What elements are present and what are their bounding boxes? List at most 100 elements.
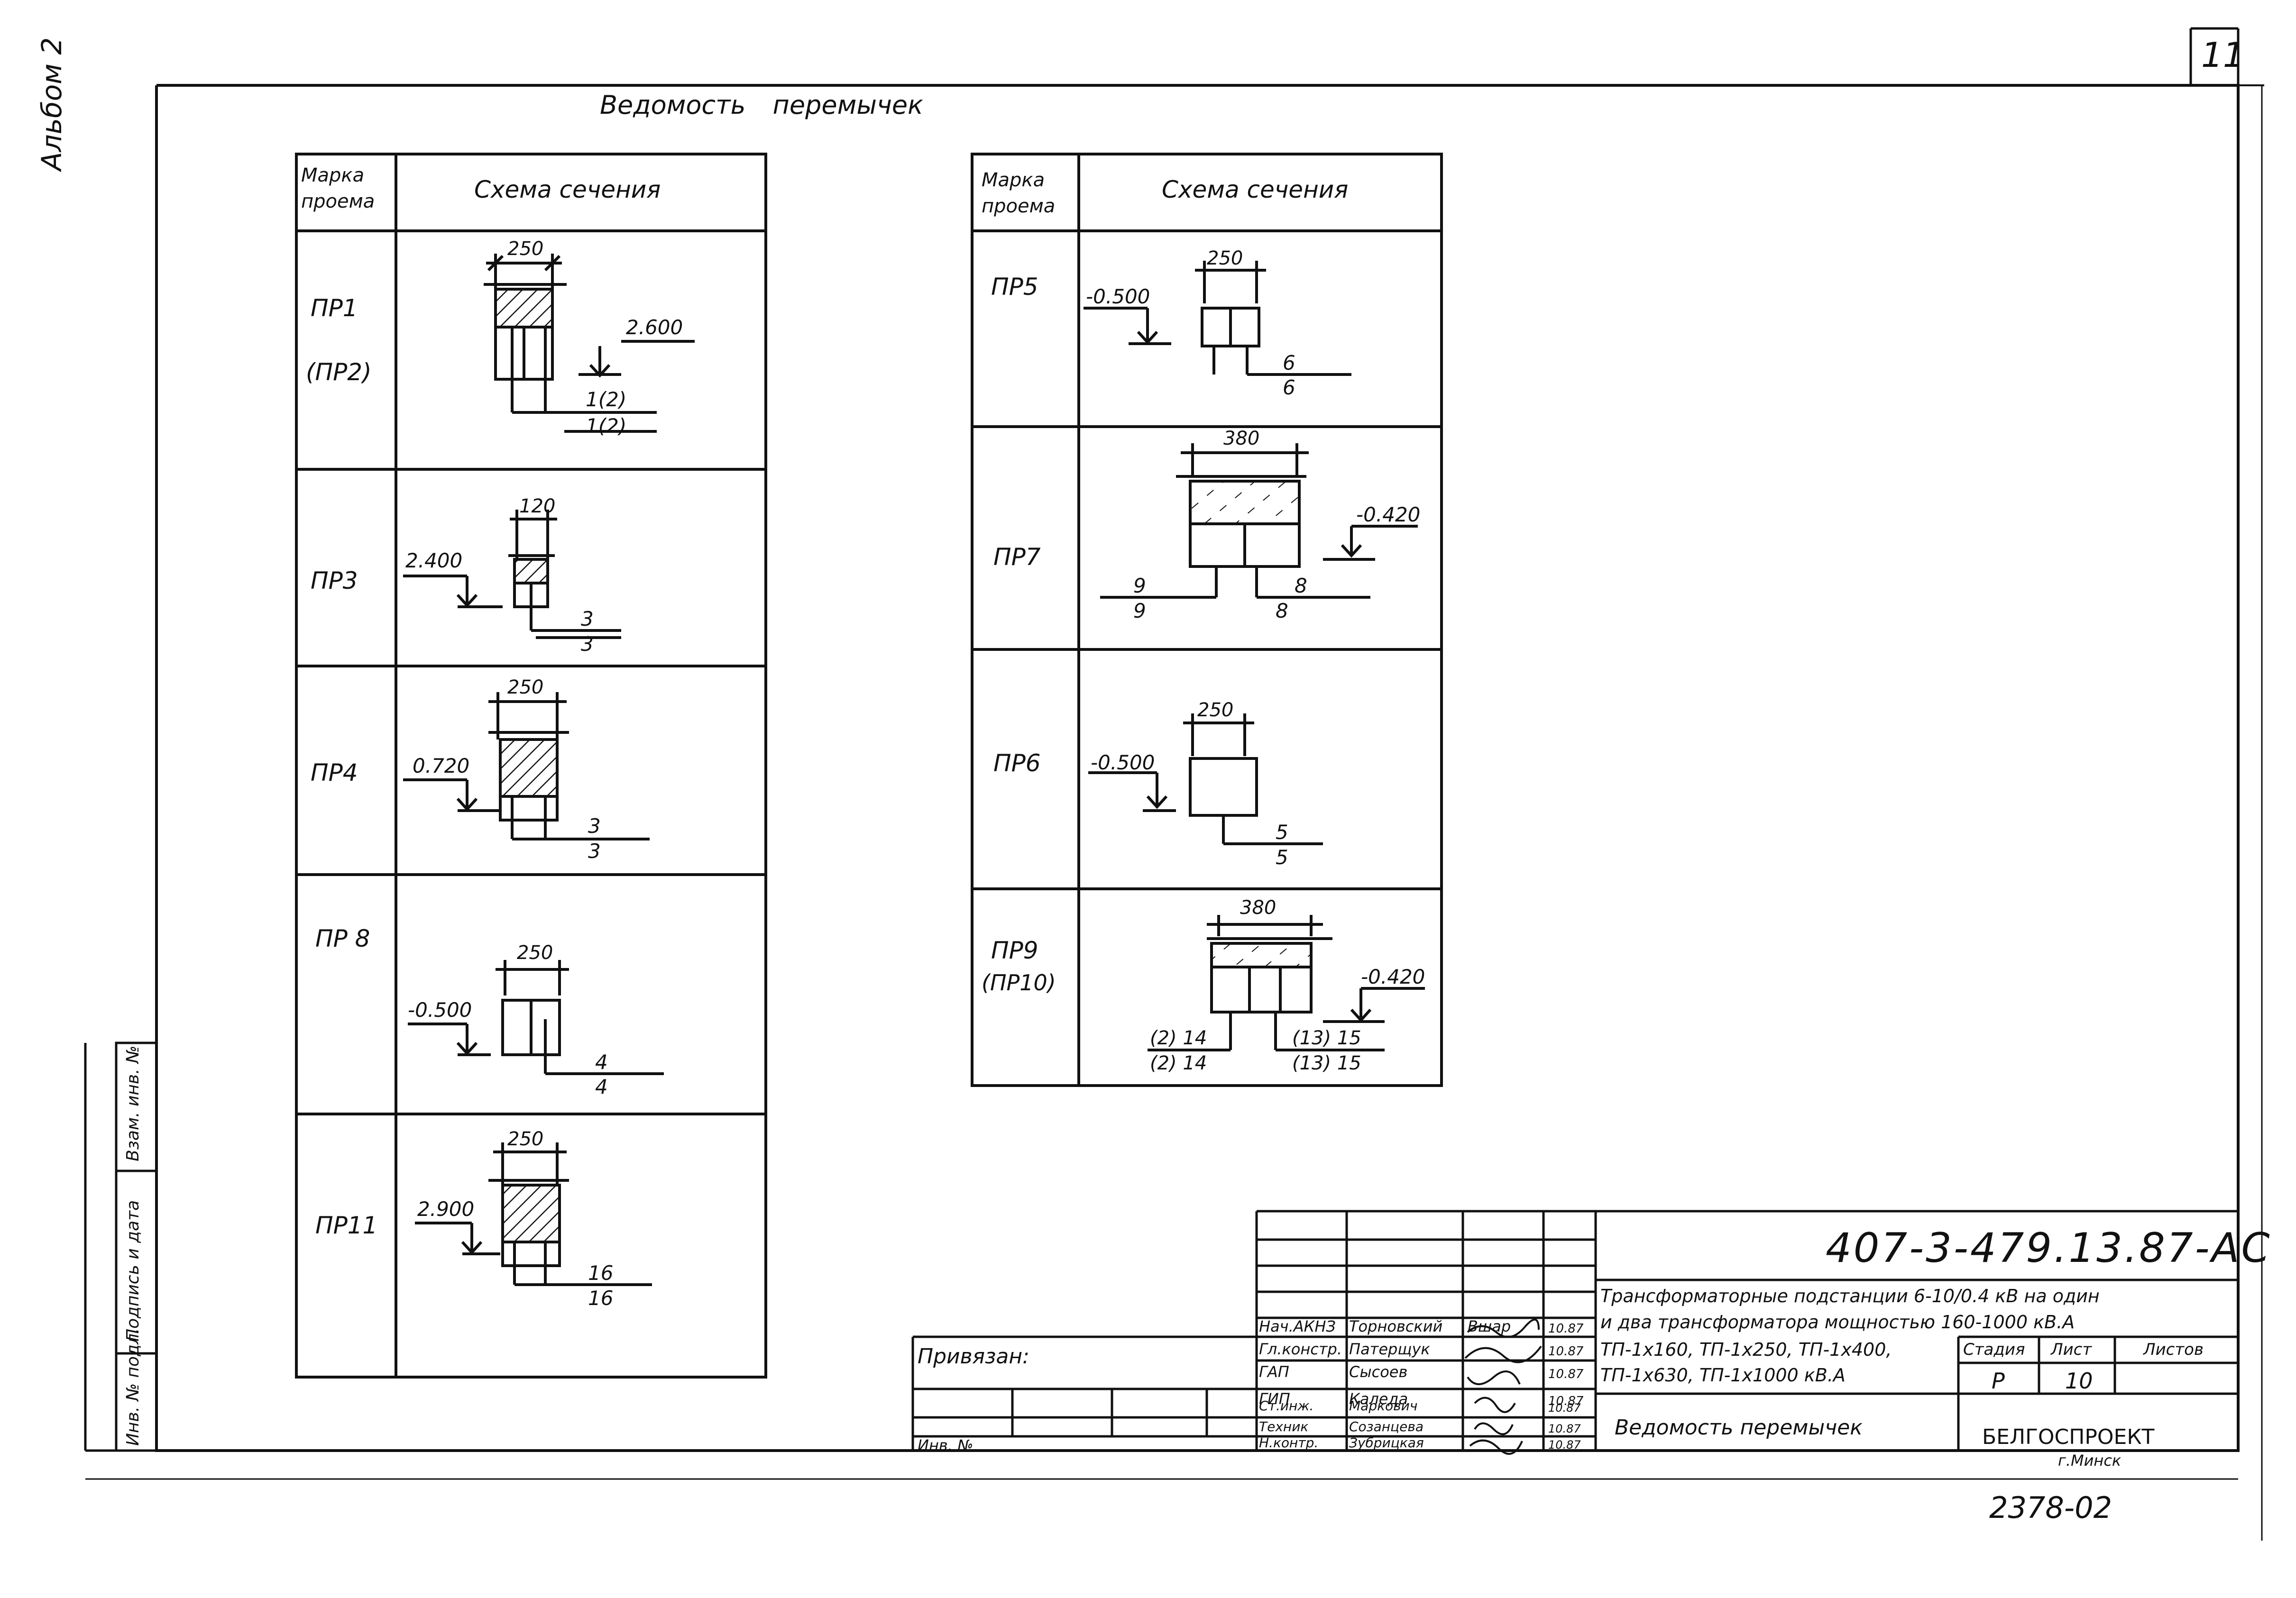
person-name-1: Торновский [1349,1317,1443,1335]
mark-pr8: ПР 8 [315,925,370,952]
pr1-num-top: 1(2) [586,388,627,411]
pr11-num-top: 16 [588,1261,614,1285]
side-stamp-inv-podl: Инв. № подл. [123,1328,143,1446]
person-date-4: 10.87 [1548,1394,1584,1408]
mark-pr5: ПР5 [991,273,1038,301]
section-pr1 [484,254,695,433]
pr9-right-top: (13) 15 [1292,1027,1361,1049]
person-date-3: 10.87 [1548,1367,1584,1381]
pr7-width: 380 [1223,428,1260,449]
pr7-left-top: 9 [1133,574,1146,597]
mark-pr1: ПР1 [311,294,358,322]
project-title-2: и два трансформатора мощностью 160-1000 … [1600,1312,2075,1333]
mark-pr10: (ПР10) [982,970,1056,995]
signatures [1464,1318,1542,1455]
pr1-num-bot: 1(2) [586,414,627,438]
pr9-width: 380 [1240,897,1277,919]
pr4-num-bot: 3 [588,840,601,863]
pr7-right-top: 8 [1295,574,1307,597]
mark-pr11: ПР11 [315,1212,378,1239]
inv-label: Инв. № [918,1436,974,1454]
person-role-2: Гл.констр. [1259,1340,1342,1358]
pr3-width: 120 [519,495,556,517]
person-date-7: 10.87 [1548,1438,1581,1452]
stage-label: Стадия [1963,1340,2025,1359]
project-title-1: Трансформаторные подстанции 6-10/0.4 кВ … [1600,1286,2100,1306]
pr11-width: 250 [507,1128,544,1150]
mark-pr3: ПР3 [311,567,358,594]
variants-1: ТП-1х160, ТП-1х250, ТП-1х400, [1600,1339,1892,1360]
sheet-title: Ведомость перемычек [1615,1415,1863,1440]
pr9-level: -0.420 [1361,965,1425,988]
pr9-left-top: (2) 14 [1150,1027,1207,1049]
section-pr3 [403,510,621,639]
pr7-left-bot: 9 [1133,599,1146,622]
org-city: г.Минск [2058,1452,2122,1470]
left-header-mark-2: проема [301,191,375,212]
pr9-right-bot: (13) 15 [1292,1052,1361,1074]
person-sign-1: Вшар [1468,1317,1511,1335]
pr6-num-bot: 5 [1276,846,1288,869]
pr7-right-bot: 8 [1276,599,1288,622]
side-stamp-sign-date: Подпись и дата [123,1200,143,1342]
pr4-num-top: 3 [588,814,601,838]
side-stamp-vzam: Взам. инв. № [123,1045,143,1161]
stage-value: Р [1992,1368,2005,1394]
pr3-num-bot: 3 [581,632,594,656]
person-name-3: Сысоев [1349,1363,1408,1381]
section-pr8 [408,960,664,1075]
pr6-width: 250 [1197,699,1234,721]
section-pr7 [1100,443,1418,599]
person-date-5: 10.87 [1548,1401,1581,1415]
mark-pr6: ПР6 [993,749,1041,777]
mark-pr2: (ПР2) [306,358,372,386]
variants-2: ТП-1х630, ТП-1х1000 кВ.А [1600,1365,1846,1386]
right-header-mark-2: проема [982,195,1056,217]
pr7-level: -0.420 [1356,503,1421,526]
pr5-level: -0.500 [1086,285,1150,308]
person-role-5: Ст.инж. [1259,1398,1314,1414]
pr5-num-top: 6 [1283,351,1295,374]
right-header-mark-1: Марка [982,169,1045,191]
side-stamp-box [84,1041,158,1452]
section-pr6 [1088,713,1323,845]
archive-number: 2378-02 [1989,1490,2112,1525]
section-pr5 [1084,261,1351,376]
section-pr11 [415,1142,652,1286]
sheets-label: Листов [2143,1340,2204,1359]
person-name-7: Зубрицкая [1349,1435,1424,1451]
pr8-num-bot: 4 [595,1075,608,1098]
left-table-grid [295,153,767,1379]
sheet-label: Лист [2051,1340,2092,1359]
pr11-num-bot: 16 [588,1287,614,1310]
right-header-scheme: Схема сечения [1162,176,1349,203]
pr9-left-bot: (2) 14 [1150,1052,1207,1074]
pr8-num-top: 4 [595,1050,608,1074]
pr8-width: 250 [517,942,553,964]
pr6-level: -0.500 [1091,751,1155,774]
doc-title: Ведомость перемычек [600,90,923,120]
section-pr4 [403,692,650,840]
pr6-num-top: 5 [1276,821,1288,844]
person-name-4: Каледа [1349,1390,1408,1408]
pr5-width: 250 [1207,247,1243,269]
left-header-scheme: Схема сечения [474,176,661,203]
album-label: Альбом 2 [36,37,68,171]
pr3-num-top: 3 [581,607,594,630]
pr11-level: 2.900 [417,1197,475,1221]
mark-pr7: ПР7 [993,543,1041,571]
title-block-grid [911,1210,2238,1451]
person-role-7: Н.контр. [1259,1435,1319,1451]
pr4-level: 0.720 [413,754,470,777]
person-date-1: 10.87 [1548,1322,1584,1336]
person-name-5: Маркович [1349,1398,1418,1414]
bound-label: Привязан: [918,1344,1029,1369]
left-header-mark-1: Марка [301,164,365,186]
sheet-number: 11 [2201,35,2245,75]
person-date-2: 10.87 [1548,1344,1584,1359]
mark-pr4: ПР4 [311,759,358,786]
pr1-level: 2.600 [626,316,683,339]
doc-code: 407-3-479.13.87-АС [1826,1224,2272,1272]
